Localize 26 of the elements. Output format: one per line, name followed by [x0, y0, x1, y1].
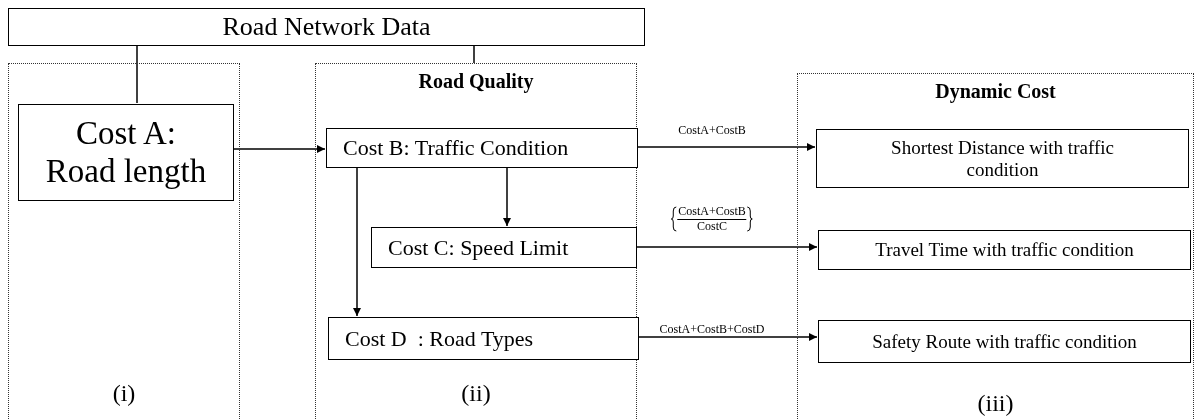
process-box: Safety Route with traffic condition — [818, 320, 1191, 363]
dotted-panel — [797, 73, 1194, 419]
panel-label: (iii) — [976, 390, 1015, 417]
connector-line — [473, 45, 475, 64]
arrow — [636, 143, 816, 151]
arrow — [635, 243, 818, 251]
panel-label: (i) — [111, 380, 137, 407]
process-box: Cost D : Road Types — [328, 317, 639, 360]
dotted-panel — [8, 63, 240, 419]
process-box: Cost B: Traffic Condition — [326, 128, 638, 168]
arrow — [353, 166, 361, 317]
connector-line — [136, 45, 138, 104]
process-box: Shortest Distance with traffic condition — [816, 129, 1189, 188]
process-box: Road Network Data — [8, 8, 645, 46]
dotted-panel — [315, 63, 637, 419]
edge-label: CostA+CostB+CostD — [658, 323, 766, 335]
process-box: Cost A: Road length — [18, 104, 234, 201]
panel-heading: Dynamic Cost — [934, 80, 1057, 103]
arrow — [232, 145, 326, 153]
panel-label: (ii) — [460, 380, 492, 407]
process-box: Travel Time with traffic condition — [818, 230, 1191, 270]
process-box: Cost C: Speed Limit — [371, 227, 637, 268]
arrow — [637, 333, 818, 341]
arrow — [503, 166, 511, 227]
panel-heading: Road Quality — [417, 70, 535, 93]
edge-label: CostA+CostB — [677, 124, 747, 136]
